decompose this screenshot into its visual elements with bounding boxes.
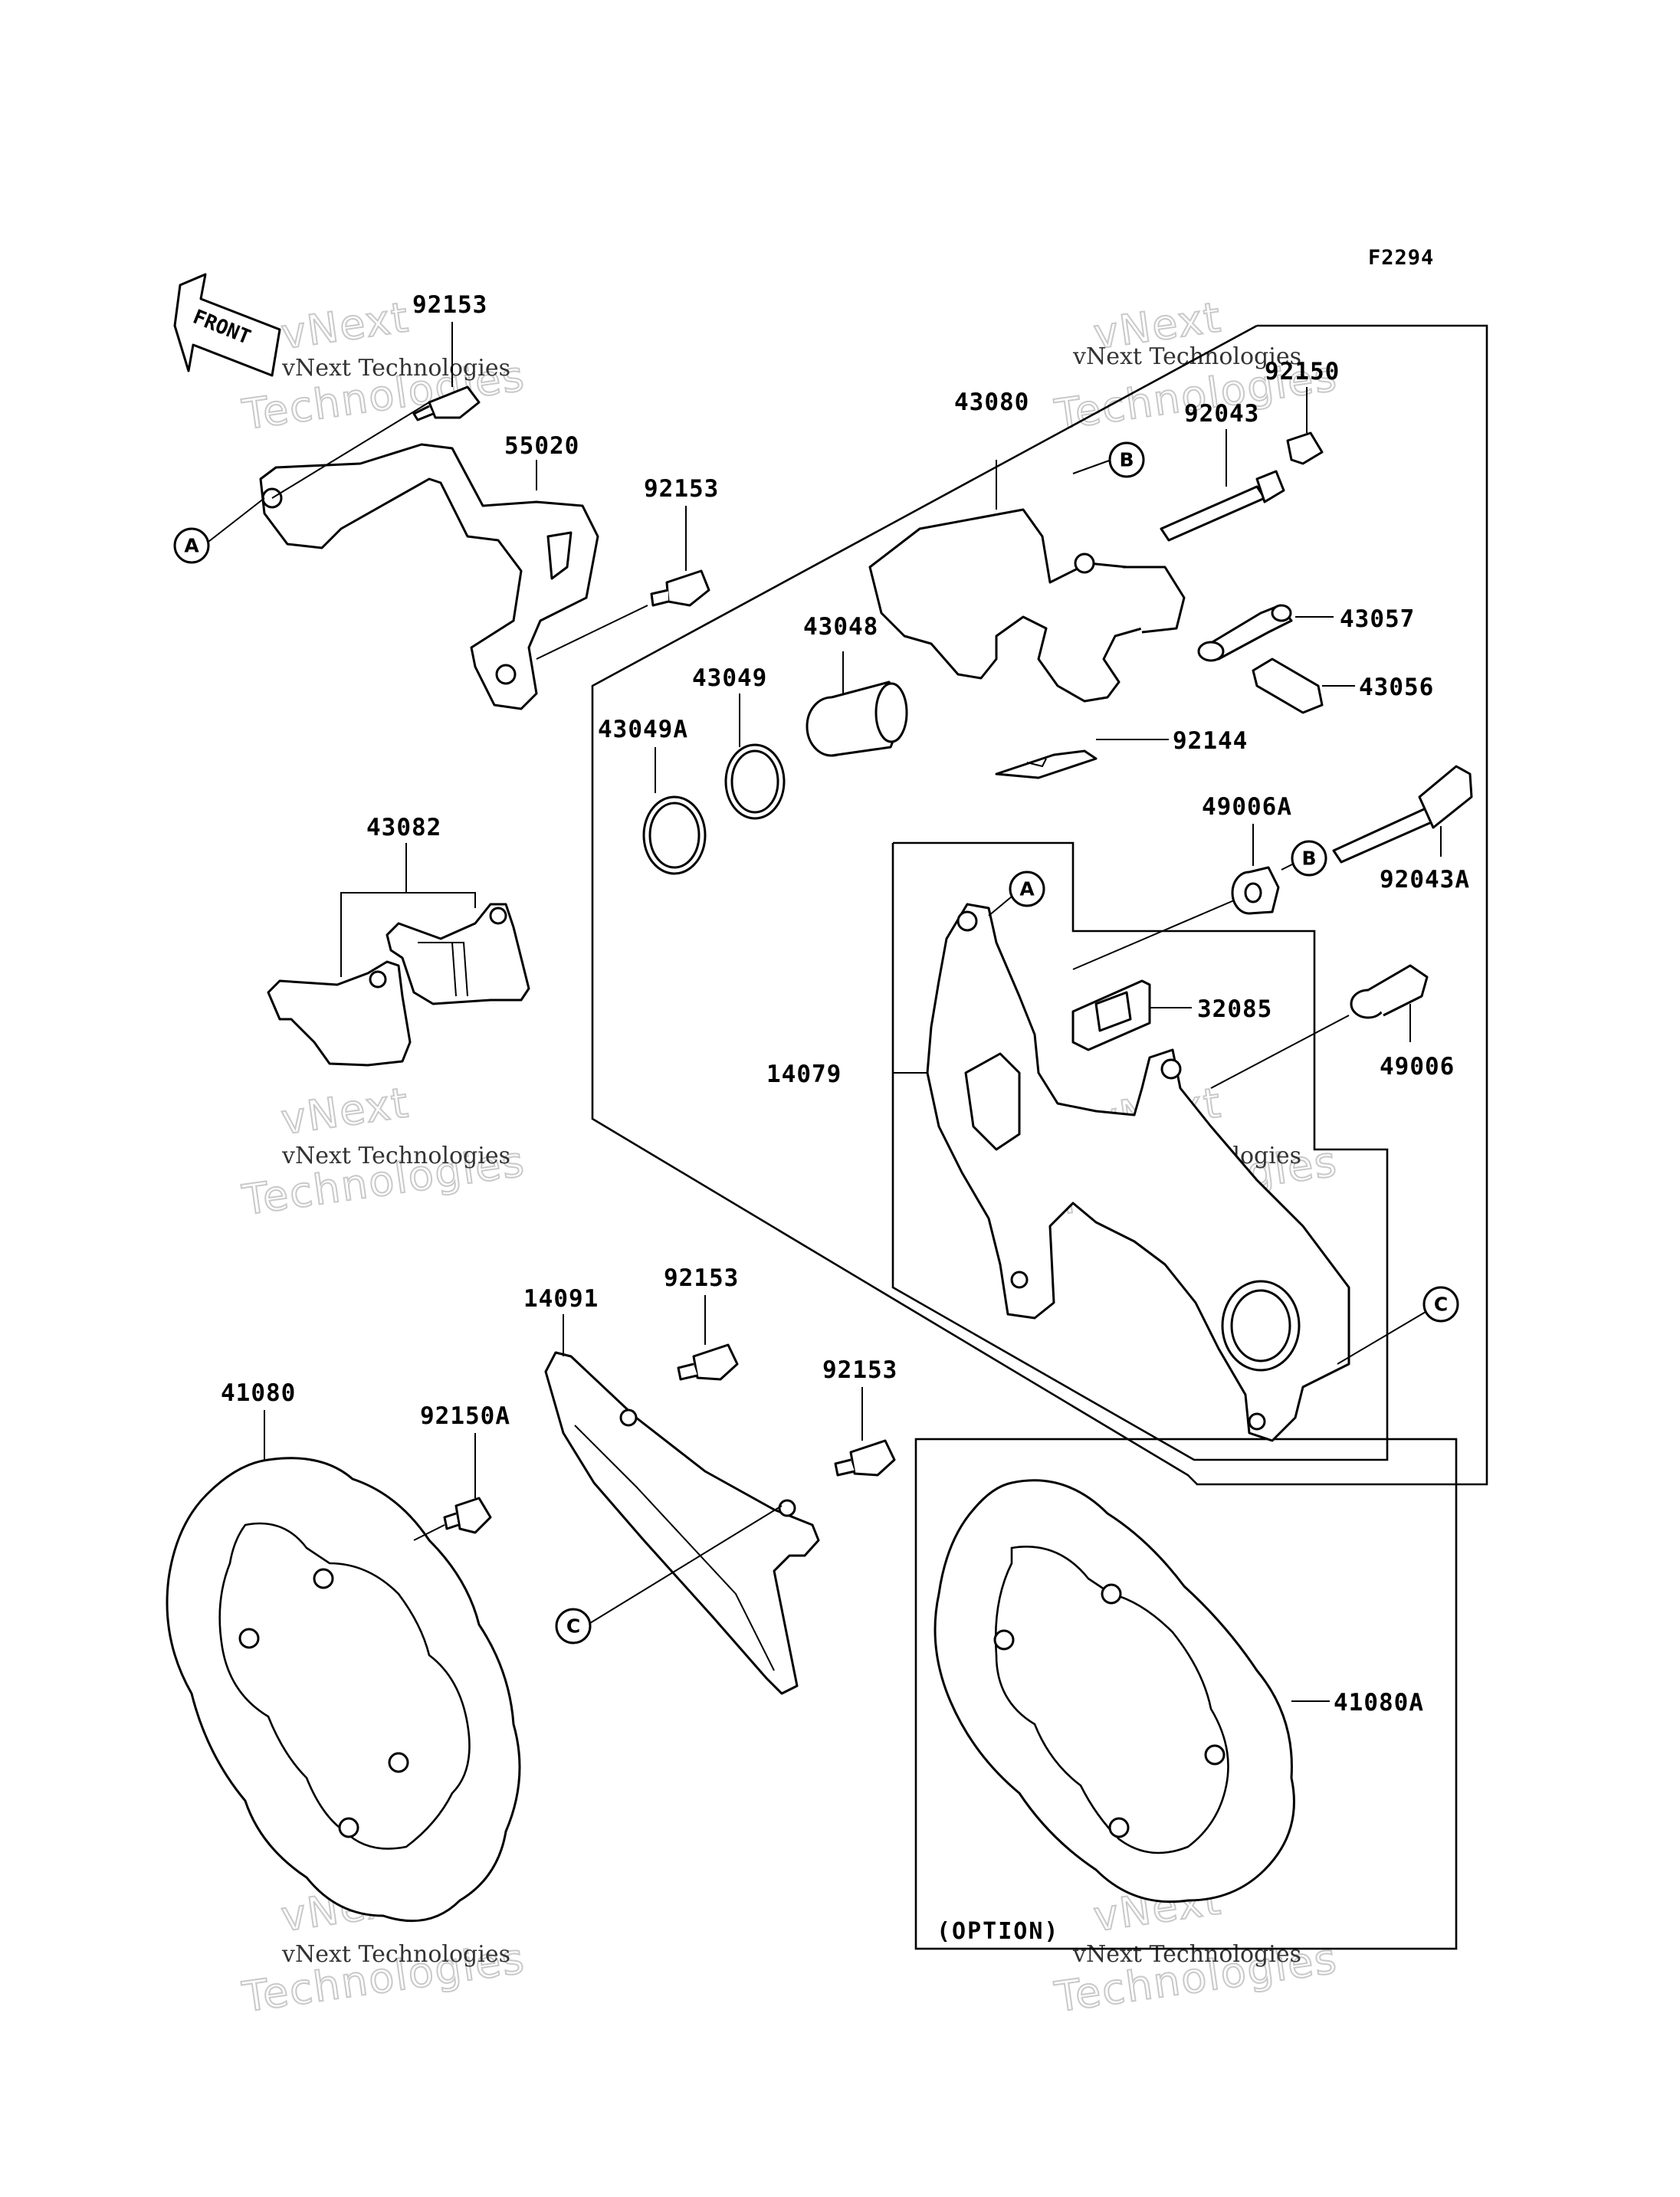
brake-pads-43082: [267, 903, 530, 1067]
label-92043: 92043: [1184, 400, 1259, 428]
label-43048: 43048: [803, 613, 878, 641]
bleeder-cap-43057: [1197, 604, 1293, 662]
label-14079: 14079: [766, 1061, 842, 1088]
label-55020: 55020: [504, 432, 579, 460]
svg-text:vNext: vNext: [278, 1078, 412, 1144]
piston-43048: [806, 680, 908, 757]
label-49006A: 49006A: [1202, 793, 1292, 821]
label-43057: 43057: [1340, 605, 1415, 633]
svg-text:vNext Technologies: vNext Technologies: [281, 1941, 510, 1968]
svg-text:C: C: [566, 1615, 580, 1638]
label-32085: 32085: [1197, 995, 1272, 1023]
slide-pin-92043a: [1332, 765, 1473, 864]
label-92153-mid: 92153: [644, 475, 719, 503]
front-arrow-icon: FRONT: [173, 273, 281, 377]
bolt-92153-mid: [650, 569, 710, 607]
callout-c-bracket: [1422, 1286, 1459, 1323]
svg-text:C: C: [1434, 1294, 1448, 1316]
label-41080: 41080: [221, 1379, 296, 1407]
label-43082: 43082: [366, 814, 441, 841]
label-49006: 49006: [1380, 1053, 1455, 1080]
seal-43049a: [642, 795, 707, 875]
label-92153-guard-2: 92153: [822, 1356, 897, 1384]
label-43049: 43049: [692, 664, 767, 692]
callout-b-right: [1291, 840, 1327, 877]
bracket-subassembly-outline: [891, 841, 1389, 1461]
bolt-92153-guard-1: [677, 1343, 739, 1381]
svg-text:A: A: [1019, 878, 1035, 900]
option-rotor-box: [914, 1438, 1458, 1950]
figure-code: F2294: [1368, 246, 1434, 270]
label-14091: 14091: [523, 1285, 599, 1313]
caliper-holder-14079: [926, 903, 1350, 1442]
bolt-92153-top: [412, 385, 481, 421]
svg-text:vNext Technologies: vNext Technologies: [281, 1143, 510, 1169]
option-label: (OPTION): [937, 1918, 1060, 1945]
slide-pin-92043: [1160, 470, 1285, 542]
label-92150A: 92150A: [420, 1402, 510, 1430]
brake-disc-41080: [166, 1457, 521, 1923]
bleeder-valve-43056: [1252, 657, 1324, 714]
label-41080A: 41080A: [1334, 1689, 1424, 1717]
label-43056: 43056: [1359, 674, 1434, 701]
svg-text:B: B: [1119, 449, 1134, 471]
svg-text:A: A: [184, 535, 199, 557]
svg-text:vNext Technologies: vNext Technologies: [1072, 1941, 1301, 1968]
caliper-body-43080: [868, 508, 1186, 703]
rotor-guard-14091: [544, 1351, 820, 1695]
label-92153-guard-1: 92153: [664, 1264, 739, 1292]
label-43049A: 43049A: [598, 716, 688, 743]
bolt-49006: [1350, 964, 1429, 1019]
svg-text:vNext Technologies: vNext Technologies: [1072, 343, 1301, 370]
callout-c-guard: [555, 1608, 592, 1644]
seal-43049: [724, 743, 786, 820]
watermark-mid-left: vNext Technologies vNext Technologies: [238, 1077, 529, 1225]
pad-spring-92144: [995, 749, 1098, 779]
label-92150: 92150: [1265, 358, 1340, 385]
brake-disc-41080a-option: [934, 1479, 1295, 1904]
callout-a-bracket: [1009, 871, 1045, 907]
svg-text:vNext: vNext: [278, 293, 412, 359]
svg-text:B: B: [1301, 848, 1316, 870]
callout-b-top: [1108, 441, 1145, 478]
bolt-92150a: [443, 1497, 492, 1534]
label-43080: 43080: [954, 389, 1029, 416]
label-92153-top: 92153: [412, 291, 487, 319]
svg-text:vNext Technologies: vNext Technologies: [281, 355, 510, 382]
callout-a-left: [173, 527, 210, 564]
caliper-assembly-outline: [591, 324, 1488, 1486]
label-92043A: 92043A: [1380, 866, 1470, 894]
label-92144: 92144: [1173, 727, 1248, 755]
pad-retainer-32085: [1071, 979, 1151, 1051]
bolt-92153-guard-2: [834, 1439, 896, 1477]
cap-92150: [1286, 431, 1324, 465]
boot-49006a: [1231, 866, 1280, 915]
caliper-bracket-55020: [259, 443, 599, 710]
